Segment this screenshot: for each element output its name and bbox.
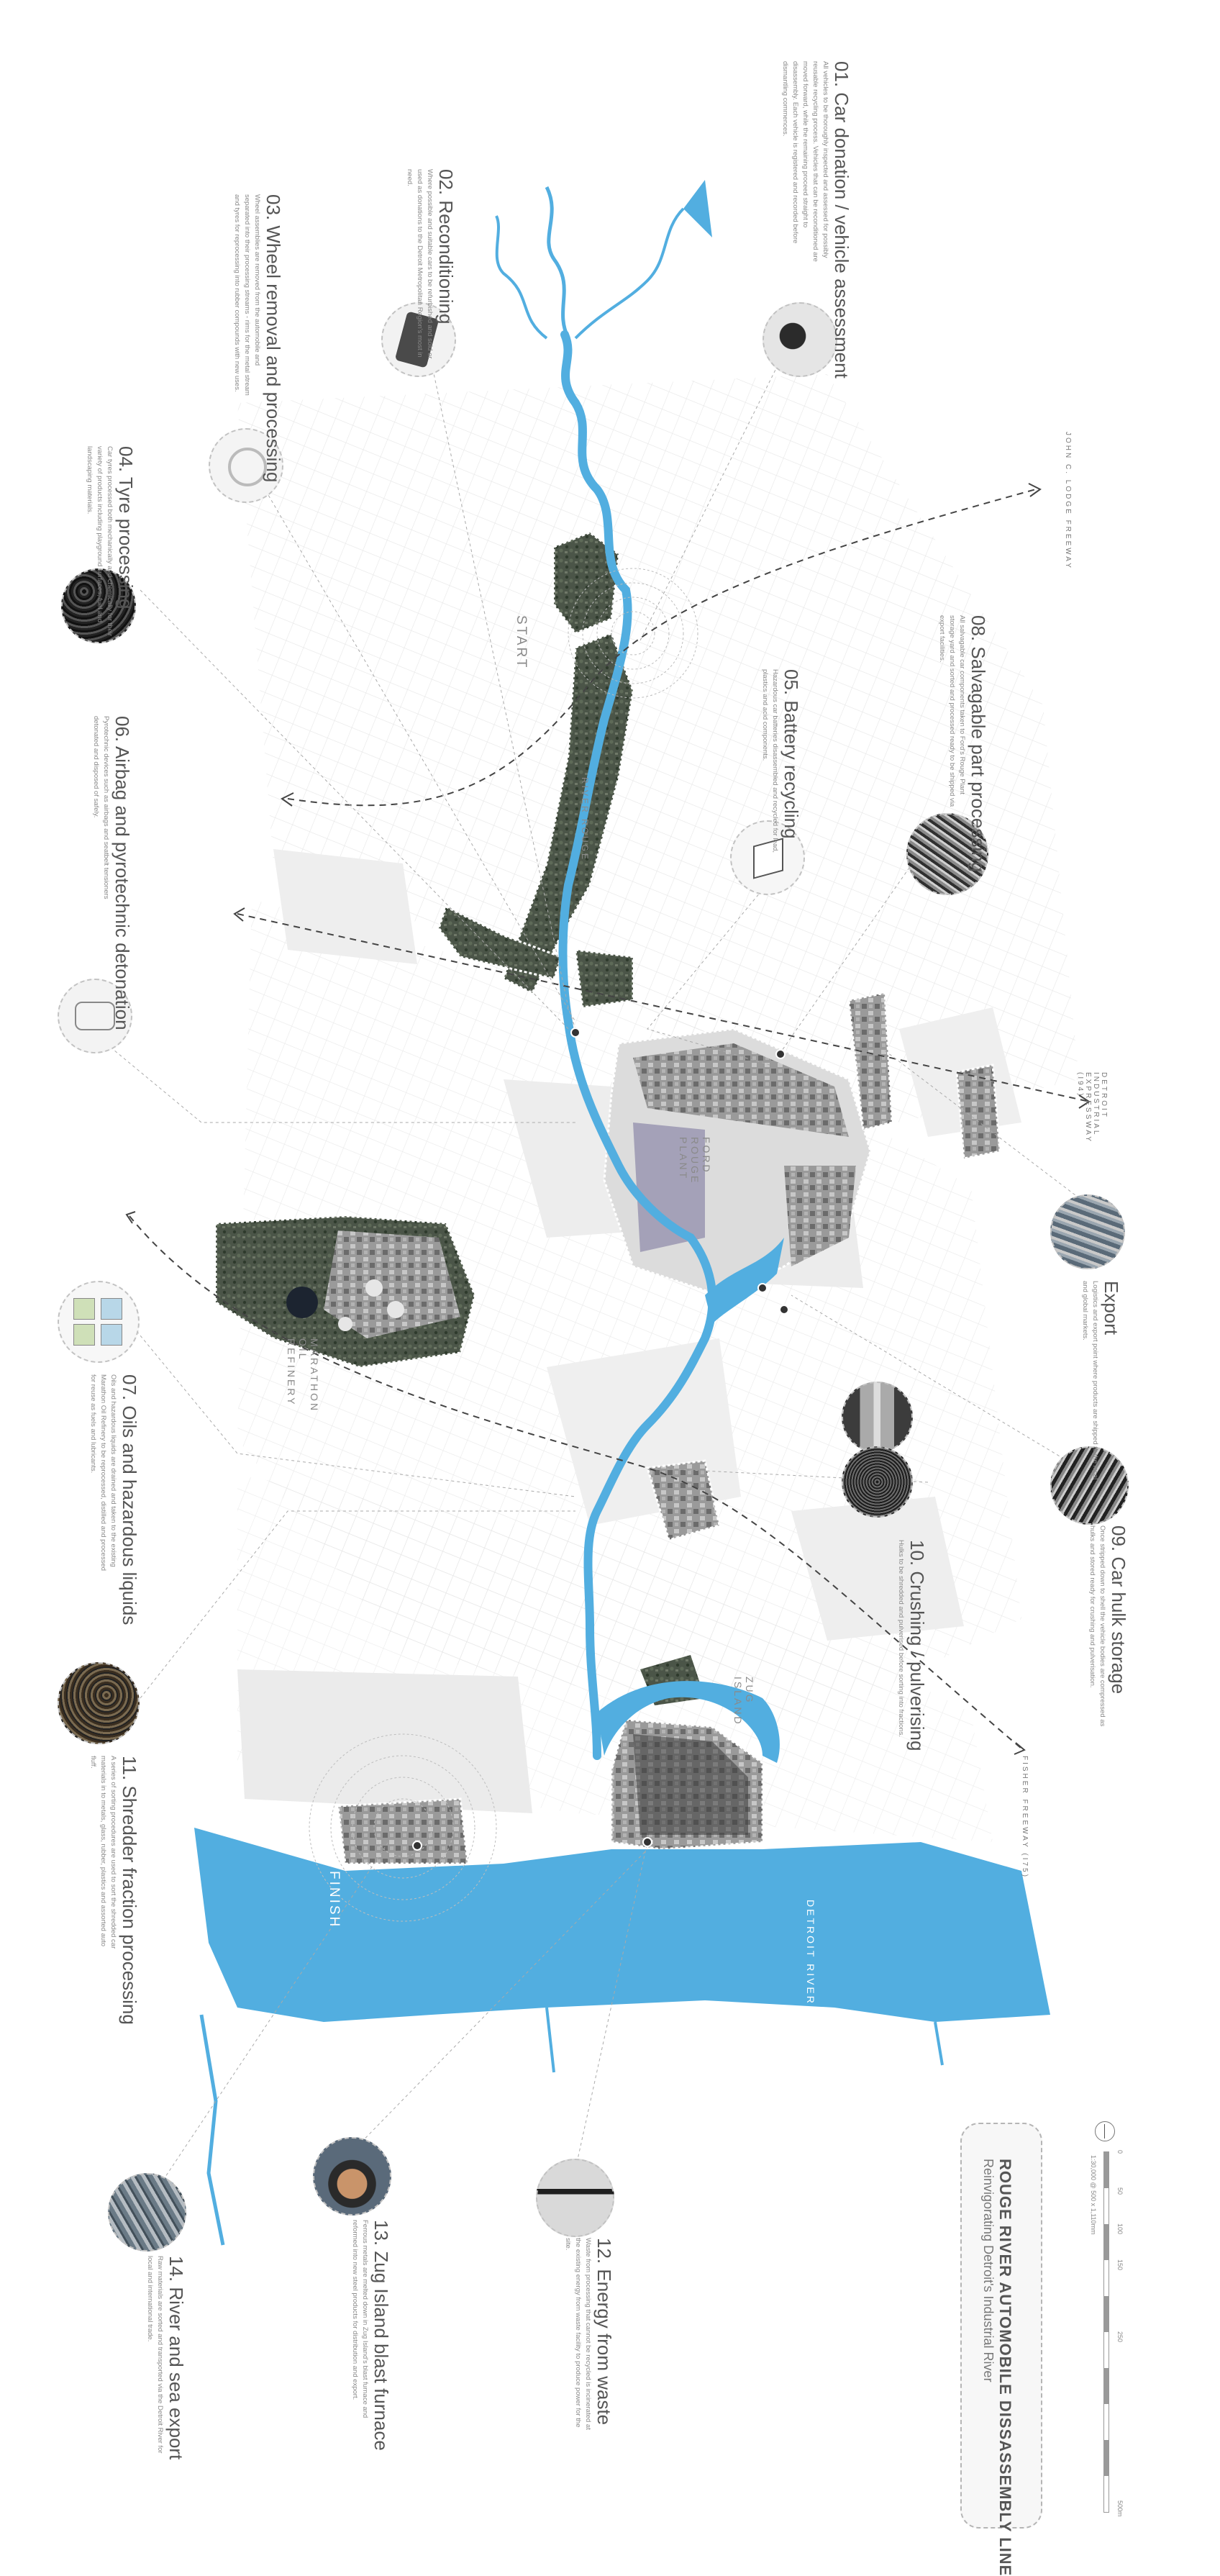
battery-icon [730, 820, 805, 895]
node-dots [412, 1028, 789, 1851]
stage-09: 09. Car hulk storage Once stripped down … [1088, 1525, 1129, 1727]
scale-tick-2: 100 [1116, 2223, 1124, 2235]
road-detroit-industrial: DETROIT INDUSTRIAL EXPRESSWAY (I94) [1076, 1072, 1108, 1143]
jeep-icon [381, 302, 456, 377]
finish-rings [309, 1733, 497, 1922]
stage-11-title: Shredder fraction processing [119, 1785, 140, 2025]
place-start: START [514, 615, 529, 670]
stage-03-title: Wheel removal and processing [263, 225, 284, 483]
stage-03-desc: Wheel assemblies are removed from the au… [233, 194, 261, 396]
stage-02-desc: Where possible and suitable cars to be r… [406, 169, 434, 359]
stage-11-desc: A series of sorting procedures are used … [89, 1756, 117, 1949]
stage-09-title: Car hulk storage [1108, 1556, 1129, 1695]
place-marathon-oil-refinery: MARATHON OIL REFINERY [286, 1338, 320, 1413]
stage-14: 14. River and sea export Raw materials a… [146, 2256, 187, 2460]
stage-12-desc: Waste from processing that cannot be rec… [564, 2238, 592, 2430]
scale-tick-5: 500m [1116, 2500, 1124, 2517]
place-detroit-river: DETROIT RIVER [805, 1900, 816, 2005]
place-river-rouge: RIVER ROUGE [580, 777, 590, 862]
stage-13-desc: Ferrous metals are melted down in Zug Is… [351, 2220, 369, 2418]
river-rouge [495, 180, 784, 1763]
scale-tick-1: 50 [1116, 2187, 1124, 2195]
stage-14-title: River and sea export [165, 2287, 187, 2460]
stage-06-title: Airbag and pyrotechnic detonation [111, 745, 133, 1030]
stage-13: 13. Zug Island blast furnace Ferrous met… [351, 2220, 392, 2451]
stage-13-title: Zug Island blast furnace [370, 2251, 392, 2451]
scale-bar [1103, 2151, 1109, 2513]
stage-07-title: Oils and hazardous liquids [119, 1405, 140, 1625]
parts-icon [906, 813, 988, 895]
stage-05: 05. Battery recycling Hazardous car batt… [760, 669, 802, 871]
road-fisher: FISHER FREEWAY (I75) [1021, 1756, 1029, 1879]
stage-14-desc: Raw materials are sorted and transported… [146, 2256, 164, 2454]
export-label: Export Logistics and export point where … [1080, 1281, 1122, 1482]
stage-04: 04. Tyre processing Car tyres processed … [84, 446, 137, 648]
scale-tick-4: 250 [1116, 2331, 1124, 2343]
start-rings [568, 568, 698, 699]
export-aerial-icon [1050, 1194, 1125, 1269]
road-arrows [129, 489, 1087, 1749]
stage-10-title: Crushing / pulverising [906, 1571, 928, 1751]
stage-11: 11. Shredder fraction processing A serie… [89, 1756, 140, 2025]
title-text: ROUGE RIVER AUTOMOBILE DISSASSEMBLY LINE… [980, 2159, 1014, 2576]
crusher-icon [842, 1382, 913, 1453]
stage-10: 10. Crushing / pulverising Hulks to be s… [897, 1540, 928, 1751]
scale-tick-3: 150 [1116, 2259, 1124, 2271]
stage-04-desc: Car tyres processed both mechanically an… [86, 446, 114, 637]
shredder-fraction-icon-2 [842, 1446, 913, 1518]
map-title: ROUGE RIVER AUTOMOBILE DISSASSEMBLY LINE [996, 2159, 1014, 2576]
scale-note: 1:30,000 @ 500 x 1,110mm [1090, 2155, 1097, 2235]
stage-03: 03. Wheel removal and processing Wheel a… [233, 194, 284, 483]
export-desc: Logistics and export point where product… [1081, 1281, 1099, 1480]
river-canal-2 [934, 2021, 944, 2066]
scale-tick-0: 0 [1116, 2150, 1124, 2154]
place-zug-island: ZUG ISLAND [732, 1677, 755, 1726]
oil-can-icon [58, 1281, 140, 1363]
stage-08-desc: All salvagable car components taken to F… [938, 615, 966, 807]
stage-08-title: Salvagable part processing [968, 646, 989, 873]
title-block [960, 2123, 1042, 2529]
stage-12: 12. Energy from waste Waste from process… [563, 2238, 615, 2439]
stage-01: 01. Car donation / vehicle assessment Al… [781, 61, 852, 378]
river-outflow [199, 2014, 225, 2246]
arrow-heads [125, 483, 1091, 1755]
detroit-river [194, 1828, 1050, 2022]
map-subtitle: Reinvigorating Detroit's Industrial Rive… [981, 2159, 996, 2382]
stage-01-desc: All vehicles to be thoroughly inspected … [781, 61, 829, 262]
place-finish: FINISH [327, 1871, 342, 1929]
stage-07-desc: Oils and hazardous liquids are drained a… [89, 1374, 117, 1572]
road-jeffries: JOHN C. LODGE FREEWAY [1064, 432, 1072, 570]
place-ford-rouge-plant: FORD ROUGE PLANT [678, 1137, 712, 1185]
stage-06: 06. Airbag and pyrotechnic detonation Py… [92, 716, 133, 1030]
car-assessment-icon [762, 302, 837, 377]
stage-10-desc: Hulks to be shredded and pulverised befo… [897, 1540, 905, 1738]
airbag-icon [58, 979, 132, 1053]
shredder-fraction-icon [58, 1662, 140, 1744]
stage-12-title: Energy from waste [593, 2269, 615, 2426]
car-hulk-icon [1050, 1446, 1129, 1525]
river-canal [545, 2007, 555, 2073]
sea-export-icon [108, 2173, 186, 2251]
stage-08: 08. Salvagable part processing All salva… [938, 615, 989, 873]
north-arrow-icon [1095, 2121, 1115, 2141]
stage-07: 07. Oils and hazardous liquids Oils and … [89, 1374, 140, 1625]
stage-05-title: Battery recycling [780, 700, 802, 839]
stage-06-desc: Pyrotechnic devices such as airbags and … [92, 716, 110, 899]
blast-furnace-icon [313, 2137, 391, 2216]
wheel-icon [209, 428, 283, 503]
stage-04-title: Tyre processing [115, 476, 137, 609]
stage-01-title: Car donation / vehicle assessment [831, 92, 852, 378]
stage-09-desc: Once stripped down to shell the vehicle … [1088, 1525, 1106, 1727]
stage-02-title: Reconditioning [435, 200, 457, 325]
tyre-icon [61, 568, 136, 643]
stage-05-desc: Hazardous car batteries disassembled and… [761, 669, 779, 853]
stage-02: 02. Reconditioning Where possible and su… [404, 169, 457, 371]
energy-waste-icon [536, 2159, 614, 2237]
